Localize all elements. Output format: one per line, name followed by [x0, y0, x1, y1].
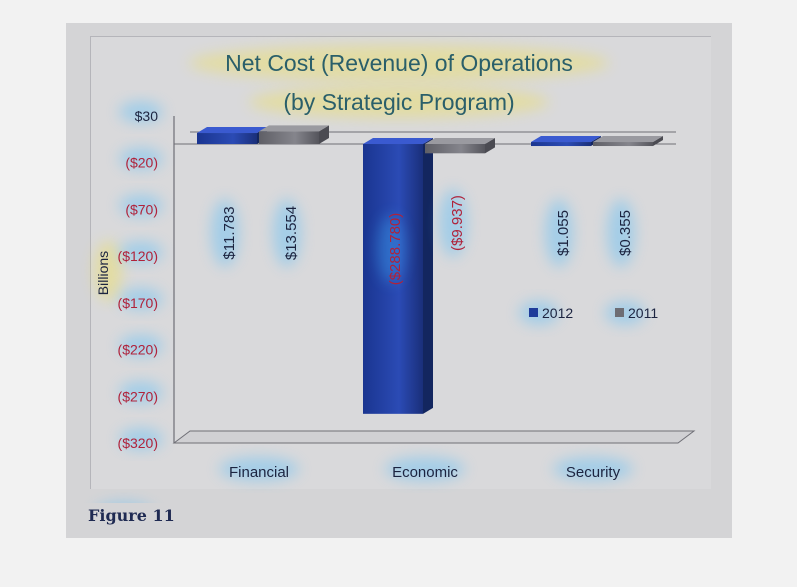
legend-glow — [519, 301, 559, 325]
subtitle-glow — [249, 86, 549, 118]
y-tick-label: ($120) — [118, 248, 158, 264]
data-label-glow — [545, 199, 573, 267]
x-tick-label: Financial — [229, 464, 289, 481]
y-tick-label: ($70) — [125, 201, 158, 217]
y-tick-glow — [119, 287, 163, 310]
data-label: $13.554 — [283, 206, 300, 260]
bar-top — [259, 125, 329, 132]
bar-2012-security — [531, 142, 591, 147]
legend-swatch-2011 — [615, 308, 624, 317]
y-tick-glow — [119, 381, 163, 404]
y-tick-label: $30 — [135, 108, 159, 124]
data-label-glow — [273, 199, 301, 267]
figure-card: Net Cost (Revenue) of Operations (by Stra… — [66, 23, 732, 538]
chart: Net Cost (Revenue) of Operations (by Stra… — [94, 45, 696, 503]
caption-glow — [112, 502, 136, 503]
y-tick-label: ($270) — [118, 388, 158, 404]
data-label: ($9.937) — [449, 195, 466, 251]
bar-side — [423, 138, 433, 414]
bar-top — [531, 136, 601, 143]
data-label-glow — [439, 189, 467, 257]
y-tick-glow — [119, 241, 163, 264]
data-label: $11.783 — [221, 206, 238, 259]
y-tick-glow — [119, 101, 163, 123]
figure-caption: Figure 11 — [88, 506, 175, 525]
data-label: ($288.780) — [387, 213, 404, 286]
y-tick-label: ($320) — [118, 435, 158, 451]
legend-label-2011: 2011 — [628, 305, 658, 321]
bar-2011-financial — [259, 131, 319, 145]
data-label-glow — [607, 199, 635, 267]
y-tick-glow — [119, 147, 163, 170]
x-tick-glow — [219, 457, 299, 481]
data-label-glow — [377, 215, 405, 283]
y-tick-label: ($20) — [125, 155, 158, 171]
bar-top — [363, 138, 433, 145]
y-tick-label: ($220) — [118, 342, 158, 358]
chart-floor — [172, 430, 696, 444]
x-tick-glow — [385, 457, 465, 481]
bar-side — [485, 138, 495, 154]
bar-2012-financial — [197, 133, 257, 145]
chart-subtitle: (by Strategic Program) — [283, 89, 514, 115]
y-tick-glow — [119, 428, 163, 450]
legend-swatch-2012 — [529, 308, 538, 317]
bar-top — [593, 136, 663, 143]
data-label: $0.355 — [617, 210, 634, 256]
ylabel-glow — [94, 241, 122, 301]
y-tick-label: ($170) — [118, 295, 158, 311]
y-tick-glow — [119, 194, 163, 217]
legend-label-2012: 2012 — [542, 305, 573, 321]
data-label-glow — [211, 199, 239, 267]
x-tick-glow — [553, 457, 633, 481]
bar-side — [653, 136, 663, 147]
legend-glow — [605, 301, 645, 325]
x-tick-label: Economic — [392, 464, 458, 481]
chart-title: Net Cost (Revenue) of Operations — [225, 50, 573, 76]
data-label: $1.055 — [555, 210, 572, 256]
bar-2011-economic — [425, 144, 485, 154]
y-axis-label: Billions — [95, 251, 111, 295]
title-glow — [189, 45, 609, 81]
bar-2011-security — [593, 142, 653, 147]
bar-top — [197, 127, 267, 134]
y-tick-glow — [119, 334, 163, 357]
x-tick-label: Security — [566, 464, 621, 481]
bar-side — [319, 125, 329, 145]
bar-top — [425, 138, 495, 145]
